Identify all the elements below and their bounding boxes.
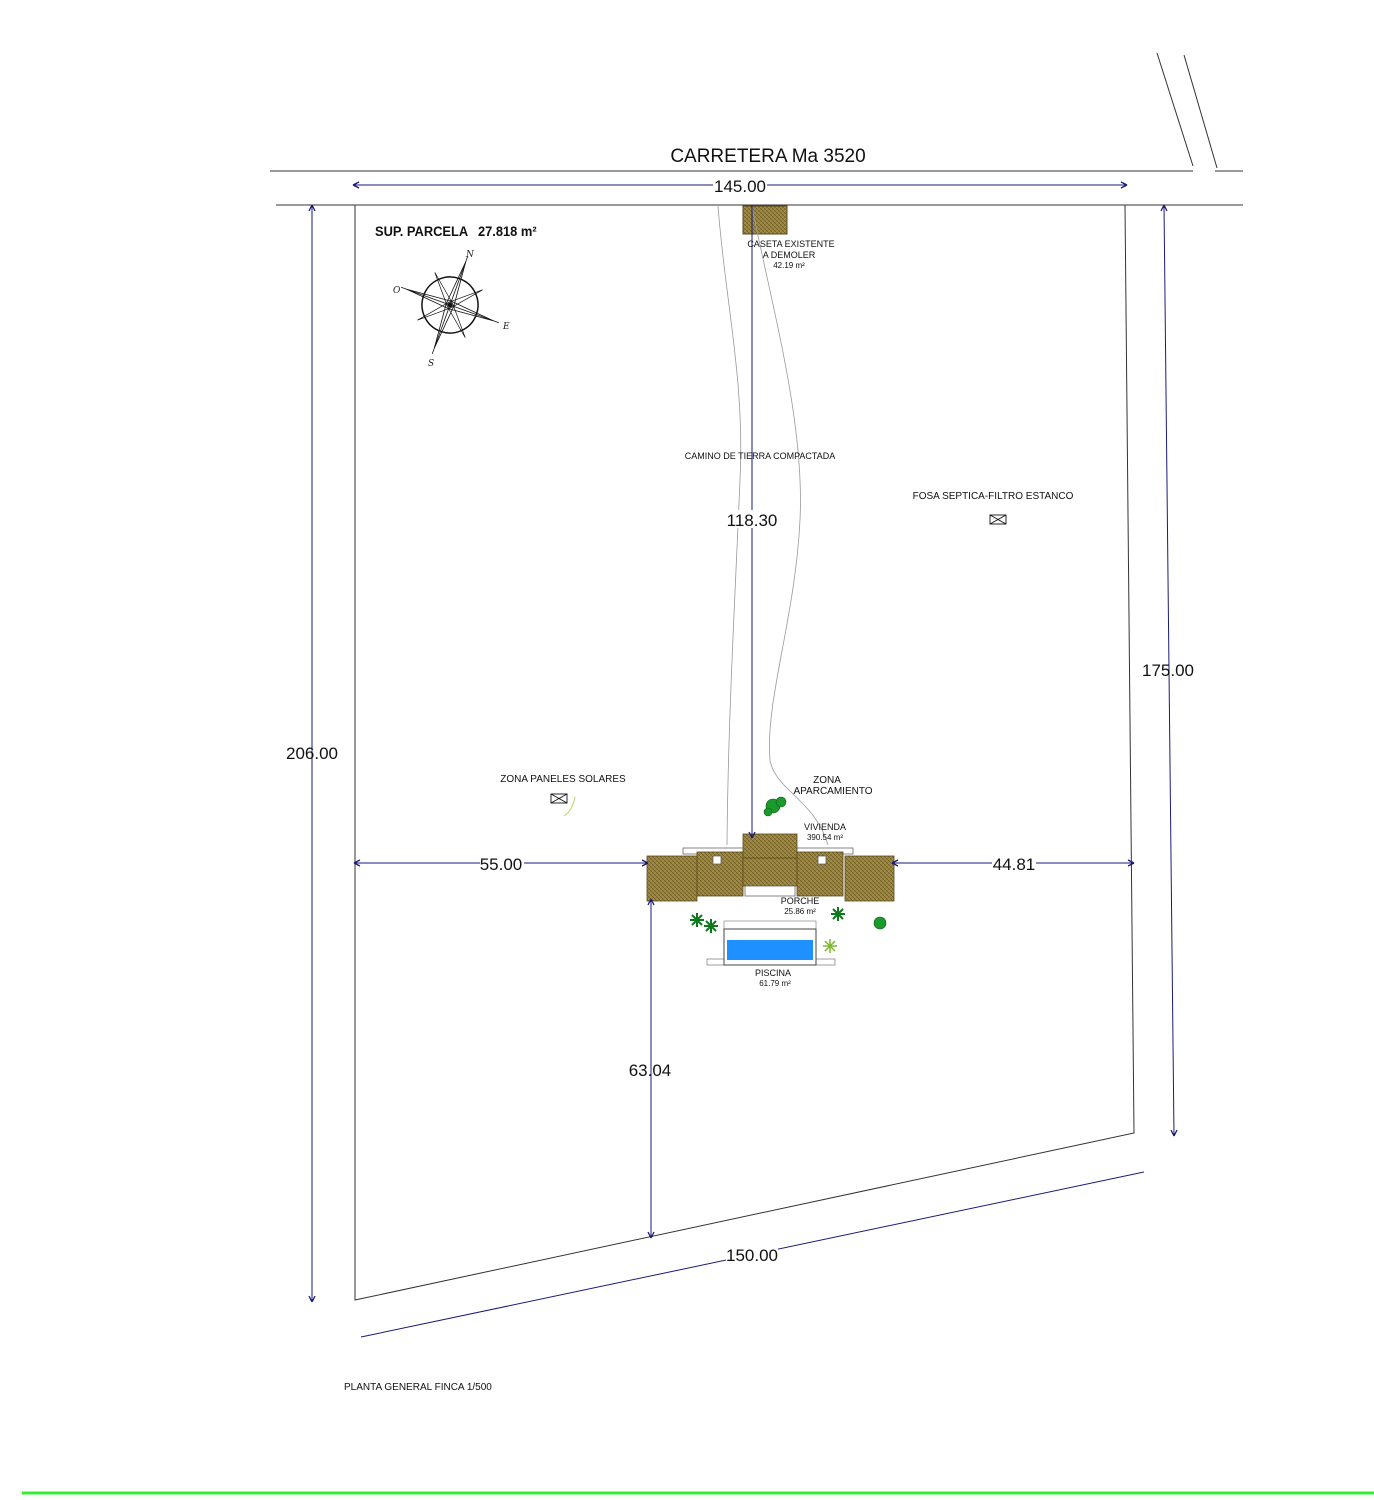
solar-panels-icon <box>550 793 568 804</box>
path-label: CAMINO DE TIERRA COMPACTADA <box>685 451 836 461</box>
house <box>646 833 895 902</box>
dimension-right: 175.00 <box>1142 661 1194 680</box>
shed-label-line1: CASETA EXISTENTE <box>747 239 834 249</box>
porch-label: PORCHE <box>781 896 820 906</box>
pool-area: 61.79 m² <box>759 979 791 988</box>
palm-tree-icon <box>823 939 837 953</box>
dimension-house-right: 44.81 <box>993 855 1036 874</box>
dirt-path <box>717 205 829 846</box>
parking-label-line1: ZONA <box>813 775 841 786</box>
pool <box>706 920 836 966</box>
existing-shed <box>742 205 788 235</box>
compass-east-label: E <box>502 322 510 332</box>
dimension-left: 206.00 <box>286 744 338 763</box>
compass-rose-icon <box>400 255 500 355</box>
house-area: 390.54 m² <box>807 833 843 842</box>
compass-north-label: N <box>465 250 475 260</box>
compass-south-label: S <box>428 359 434 369</box>
palm-tree-icon <box>690 907 845 933</box>
tree-icon <box>873 916 887 930</box>
septic-tank-icon <box>989 514 1007 525</box>
dimension-top: 145.00 <box>714 177 766 196</box>
shed-label-line2: A DEMOLER <box>763 250 816 260</box>
compass-west-label: O <box>393 286 401 296</box>
plot-boundary <box>354 204 1135 1301</box>
road-name: CARRETERA Ma 3520 <box>670 146 865 167</box>
dimension-bottom: 150.00 <box>726 1246 778 1265</box>
dimension-path: 118.30 <box>727 511 778 530</box>
drawing-title: PLANTA GENERAL FINCA 1/500 <box>344 1382 492 1393</box>
septic-label: FOSA SEPTICA-FILTRO ESTANCO <box>913 491 1074 502</box>
solar-cable <box>563 796 576 817</box>
shed-area: 42.19 m² <box>773 261 805 270</box>
dimension-house-bottom: 63.04 <box>629 1061 672 1080</box>
dimension-house-left: 55.00 <box>480 855 523 874</box>
tree-icon <box>763 796 787 817</box>
porch-area: 25.86 m² <box>784 907 816 916</box>
parking-label-line2: APARCAMIENTO <box>793 786 872 797</box>
dimension-line-right <box>1163 204 1175 1137</box>
house-label: VIVIENDA <box>804 822 846 832</box>
solar-zone-label: ZONA PANELES SOLARES <box>500 774 626 785</box>
plot-area-label: SUP. PARCELA <box>375 224 468 240</box>
plot-area-value: 27.818 m² <box>478 224 537 240</box>
pool-label: PISCINA <box>755 968 791 978</box>
